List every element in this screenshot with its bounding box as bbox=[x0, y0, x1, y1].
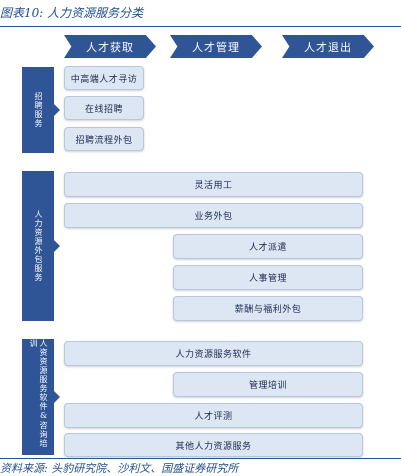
item-executive-search: 中高端人才寻访 bbox=[64, 66, 144, 90]
item-online-recruitment: 在线招聘 bbox=[64, 96, 144, 120]
item-dispatch: 人才派遣 bbox=[173, 234, 363, 259]
item-talent-assessment: 人才评测 bbox=[64, 403, 363, 428]
category-outsourcing: 人力资源外包服务 bbox=[22, 171, 54, 321]
category-software-arrow bbox=[54, 391, 60, 403]
source-note: 资料来源: 头豹研究院、沙利文、国盛证券研究所 bbox=[0, 462, 239, 475]
item-business-outsourcing: 业务外包 bbox=[64, 203, 363, 228]
item-hr-software: 人力资源服务软件 bbox=[64, 341, 363, 366]
item-management-training: 管理培训 bbox=[173, 372, 363, 397]
stage-talent-acquisition: 人才获取 bbox=[64, 35, 156, 58]
top-divider bbox=[0, 26, 401, 27]
bottom-divider bbox=[0, 458, 401, 459]
category-recruitment-arrow bbox=[54, 104, 60, 116]
category-outsourcing-arrow bbox=[54, 240, 60, 252]
stage-talent-management: 人才管理 bbox=[170, 35, 262, 58]
item-payroll-benefits: 薪酬与福利外包 bbox=[173, 296, 363, 321]
item-rpo: 招聘流程外包 bbox=[64, 127, 144, 151]
item-personnel-management: 人事管理 bbox=[173, 265, 363, 290]
category-software-consulting: 人资资源服务软件&咨询培训 bbox=[22, 339, 54, 455]
stage-talent-exit: 人才退出 bbox=[282, 35, 374, 58]
item-flexible-staffing: 灵活用工 bbox=[64, 172, 363, 197]
figure-caption: 图表10: 人力资源服务分类 bbox=[0, 6, 144, 20]
item-other-hr-services: 其他人力资源服务 bbox=[64, 433, 363, 457]
category-recruitment: 招聘服务 bbox=[22, 67, 54, 153]
